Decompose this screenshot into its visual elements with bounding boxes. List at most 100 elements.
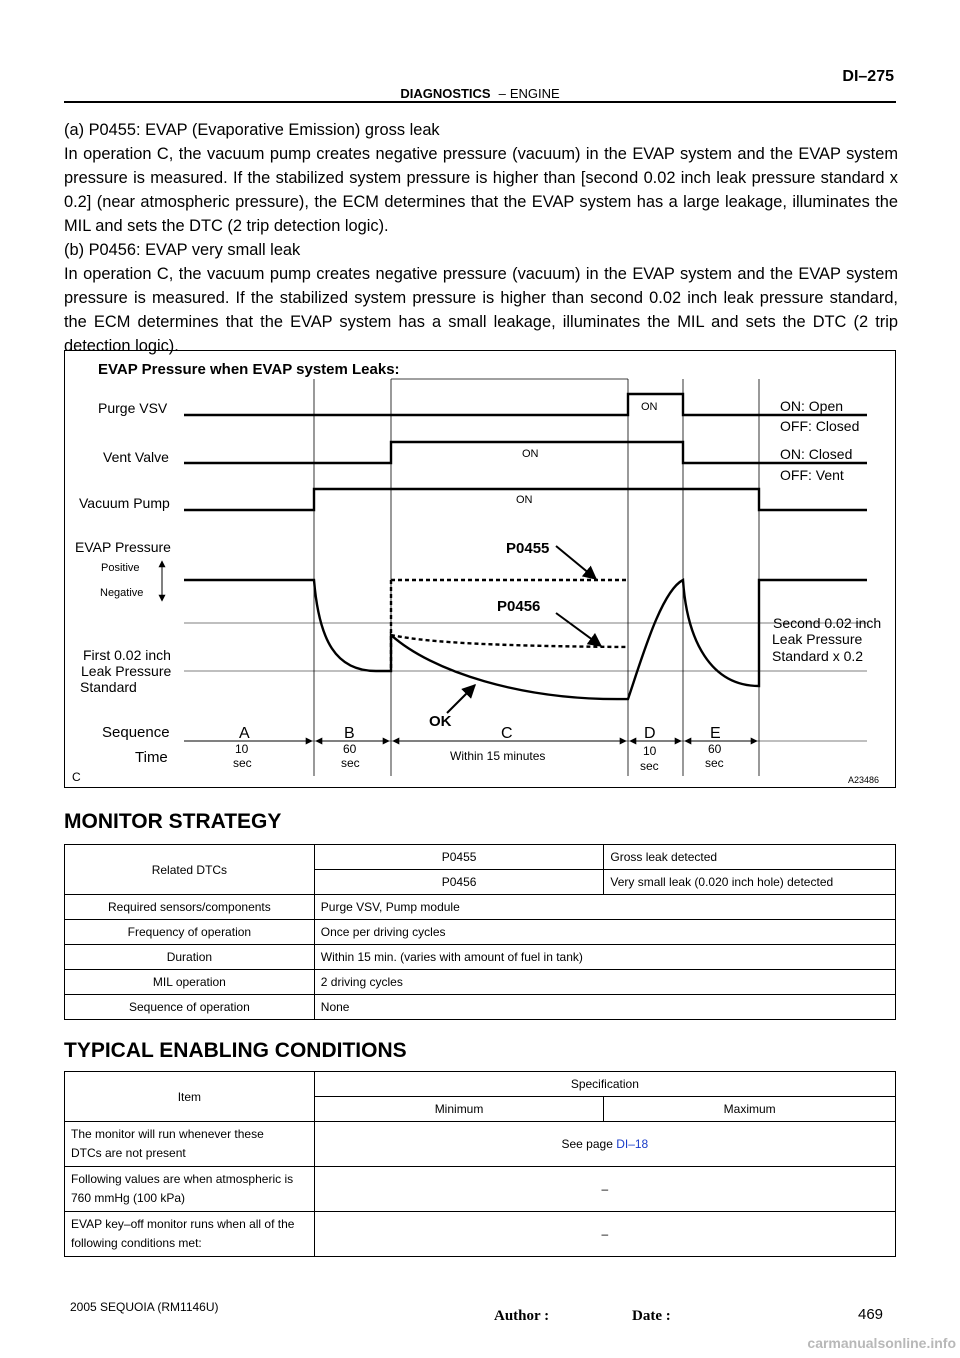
time-b-value: 60 (343, 742, 357, 756)
table-row: P0456 Very small leak (0.020 inch hole) … (65, 869, 896, 895)
dtc-code: P0456 (313, 869, 605, 895)
evap-pressure-label: EVAP Pressure (75, 539, 171, 555)
running-header: DIAGNOSTICS–ENGINE (0, 86, 960, 101)
table-row: Item Specification (64, 1071, 897, 1122)
specification-header: Specification (313, 1071, 897, 1097)
condition-line: DTCs are not present (71, 1146, 186, 1160)
diagram-corner-letter: C (72, 770, 81, 784)
p0455-title: (a) P0455: EVAP (Evaporative Emission) g… (64, 121, 440, 139)
row-value: 2 driving cycles (313, 969, 897, 995)
purge-on-label: ON (641, 401, 658, 413)
negative-label: Negative (100, 587, 143, 599)
row-value: Within 15 min. (varies with amount of fu… (313, 944, 897, 970)
monitor-strategy-table: Related DTCs P0455 Gross leak detected P… (64, 844, 897, 1020)
table-row: Frequency of operation Once per driving … (64, 919, 897, 945)
seq-c: C (501, 725, 513, 742)
enabling-conditions-heading: TYPICAL ENABLING CONDITIONS (64, 1039, 407, 1062)
condition-line: following conditions met: (71, 1236, 202, 1250)
dtc-desc: Very small leak (0.020 inch hole) detect… (603, 869, 896, 895)
p0456-arrow (555, 612, 603, 647)
time-label: Time (135, 749, 168, 766)
p0455-callout: P0455 (506, 540, 549, 557)
date-field: Date : (632, 1308, 671, 1324)
seq-a: A (239, 725, 250, 742)
spec-prefix: See page (561, 1137, 617, 1151)
condition-line: 760 mmHg (100 kPa) (71, 1191, 186, 1205)
page-reference-link[interactable]: DI–18 (616, 1137, 649, 1151)
pump-on-label: ON (516, 494, 533, 506)
vent-valve-trace (184, 440, 867, 465)
condition-spec: – (313, 1166, 897, 1212)
condition-line: Following values are when atmospheric is (71, 1172, 294, 1186)
time-e-unit: sec (705, 756, 724, 770)
watermark: carmanualsonline.info (807, 1335, 956, 1351)
description-text: (a) P0455: EVAP (Evaporative Emission) g… (64, 118, 898, 358)
second-standard-line1: Second 0.02 inch (773, 615, 881, 631)
seq-d: D (644, 725, 656, 742)
purge-note-closed: OFF: Closed (780, 418, 859, 434)
reference-lines (184, 622, 867, 742)
time-d-value: 10 (643, 744, 657, 758)
vent-note-closed: ON: Closed (780, 446, 852, 462)
condition-line: EVAP key–off monitor runs when all of th… (71, 1217, 295, 1231)
header-rule (64, 101, 896, 103)
purge-vsv-trace (184, 392, 867, 417)
row-value: Purge VSV, Pump module (313, 894, 897, 920)
row-label: Required sensors/components (64, 894, 315, 920)
ok-callout: OK (429, 713, 452, 730)
page-number: 469 (858, 1306, 884, 1323)
condition-line: The monitor will run whenever these (71, 1127, 264, 1141)
table-row: Duration Within 15 min. (varies with amo… (64, 944, 897, 970)
table-row: Following values are when atmospheric is… (64, 1166, 897, 1212)
phase-boundaries (313, 378, 760, 776)
maximum-header: Maximum (603, 1096, 896, 1122)
positive-label: Positive (101, 562, 140, 574)
time-c-value: Within 15 minutes (450, 749, 545, 763)
author-field: Author : (494, 1308, 550, 1324)
related-dtcs-label: Related DTCs (64, 844, 315, 895)
row-value: Once per driving cycles (313, 919, 897, 945)
table-row: The monitor will run whenever these DTCs… (64, 1121, 897, 1167)
row-label: Frequency of operation (64, 919, 315, 945)
evap-pressure-trace (184, 578, 867, 701)
table-row: Required sensors/components Purge VSV, P… (64, 894, 897, 920)
ok-arrow (446, 684, 476, 714)
condition-item: EVAP key–off monitor runs when all of th… (64, 1211, 315, 1257)
condition-item: The monitor will run whenever these DTCs… (64, 1121, 315, 1167)
row-label: MIL operation (64, 969, 315, 995)
figure-id: A23486 (848, 775, 879, 785)
condition-item: Following values are when atmospheric is… (64, 1166, 315, 1212)
purge-vsv-label: Purge VSV (98, 400, 168, 416)
p0456-callout: P0456 (497, 598, 540, 615)
dtc-desc: Gross leak detected (603, 844, 896, 870)
row-value: None (313, 994, 897, 1020)
time-a-unit: sec (233, 756, 252, 770)
purge-note-open: ON: Open (780, 398, 843, 414)
first-standard-line3: Standard (80, 679, 137, 695)
vacuum-pump-label: Vacuum Pump (79, 495, 170, 511)
p0455-arrow (555, 545, 598, 580)
seq-b: B (344, 725, 355, 742)
condition-spec: See page DI–18 (313, 1121, 897, 1167)
diagram-title: EVAP Pressure when EVAP system Leaks: (98, 361, 400, 378)
monitor-strategy-heading: MONITOR STRATEGY (64, 810, 282, 833)
item-header: Item (64, 1071, 315, 1122)
table-row: Related DTCs P0455 Gross leak detected (64, 844, 896, 895)
row-label: Duration (64, 944, 315, 970)
model-footer: 2005 SEQUOIA (RM1146U) (70, 1300, 219, 1314)
vent-note-vent: OFF: Vent (780, 467, 844, 483)
header-dash: – (498, 86, 506, 101)
table-row: EVAP key–off monitor runs when all of th… (64, 1211, 897, 1257)
time-b-unit: sec (341, 756, 360, 770)
row-label: Sequence of operation (64, 994, 315, 1020)
page-code: DI–275 (842, 68, 894, 85)
header-section: DIAGNOSTICS (400, 86, 491, 101)
header-subsection: ENGINE (509, 86, 560, 101)
time-d-unit: sec (640, 759, 659, 773)
condition-spec: – (313, 1211, 897, 1257)
time-a-value: 10 (235, 742, 249, 756)
table-row: Sequence of operation None (64, 994, 897, 1020)
first-standard-line2: Leak Pressure (81, 663, 171, 679)
second-standard-line2: Leak Pressure (772, 631, 862, 647)
seq-e: E (710, 725, 721, 742)
